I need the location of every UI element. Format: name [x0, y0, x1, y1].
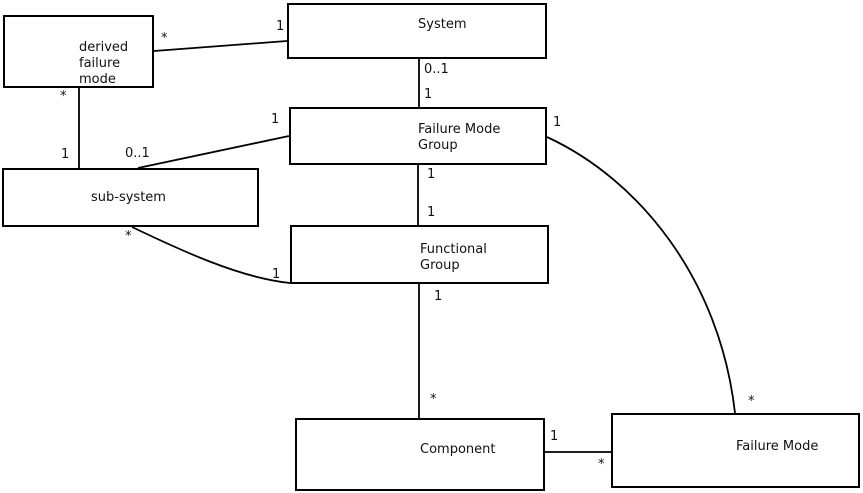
node-failure-mode-group-label: Failure Mode Group [418, 122, 501, 153]
multiplicity-fmg-end-of-failure-mode-association: 1 [553, 115, 562, 130]
multiplicity-subsystem-end-of-derived-association: 1 [61, 147, 70, 162]
multiplicity-subsystem-end-of-functional-association: * [125, 229, 132, 244]
multiplicity-derived-end-of-system-association: * [161, 31, 168, 46]
multiplicity-fmg-end-of-subsystem-association: 1 [271, 112, 280, 127]
node-failure-mode-group: Failure Mode Group [289, 107, 547, 165]
multiplicity-system-end-of-derived-association: 1 [276, 19, 285, 34]
node-sub-system-label: sub-system [91, 190, 166, 205]
multiplicity-functional-end-of-component-association: 1 [434, 289, 443, 304]
multiplicity-component-end-of-functional-association: * [430, 392, 437, 407]
node-functional-group: Functional Group [290, 225, 549, 284]
node-functional-group-label: Functional Group [420, 242, 487, 273]
connector-subsystem-to-functional-group [131, 226, 291, 284]
node-component: Component [295, 418, 545, 491]
multiplicity-system-end-of-fmg-association: 0..1 [424, 62, 449, 77]
node-derived-failure-mode: derived failure mode [3, 15, 154, 88]
connector-failure-mode-group-to-failure-mode [546, 136, 736, 414]
multiplicity-functional-end-of-fmg-association: 1 [427, 205, 436, 220]
connector-derived-to-system [153, 40, 288, 52]
multiplicity-subsystem-end-of-fmg-association: 0..1 [125, 146, 150, 161]
multiplicity-component-end-of-failure-mode-association: 1 [550, 429, 559, 444]
connector-subsystem-to-failure-mode-group [137, 135, 290, 169]
multiplicity-fmg-end-of-system-association: 1 [424, 87, 433, 102]
node-system: System [287, 3, 547, 59]
multiplicity-failure-mode-end-of-component-association: * [598, 457, 605, 472]
multiplicity-derived-end-of-subsystem-association: * [60, 89, 67, 104]
node-derived-failure-mode-label: derived failure mode [79, 40, 129, 87]
node-failure-mode: Failure Mode [611, 413, 860, 488]
node-system-label: System [418, 17, 467, 32]
multiplicity-failure-mode-end-of-fmg-association: * [748, 394, 755, 409]
multiplicity-fmg-end-of-functional-association: 1 [427, 167, 436, 182]
node-component-label: Component [420, 442, 496, 457]
multiplicity-functional-end-of-subsystem-association: 1 [272, 267, 281, 282]
node-sub-system: sub-system [2, 168, 259, 227]
node-failure-mode-label: Failure Mode [736, 439, 819, 454]
